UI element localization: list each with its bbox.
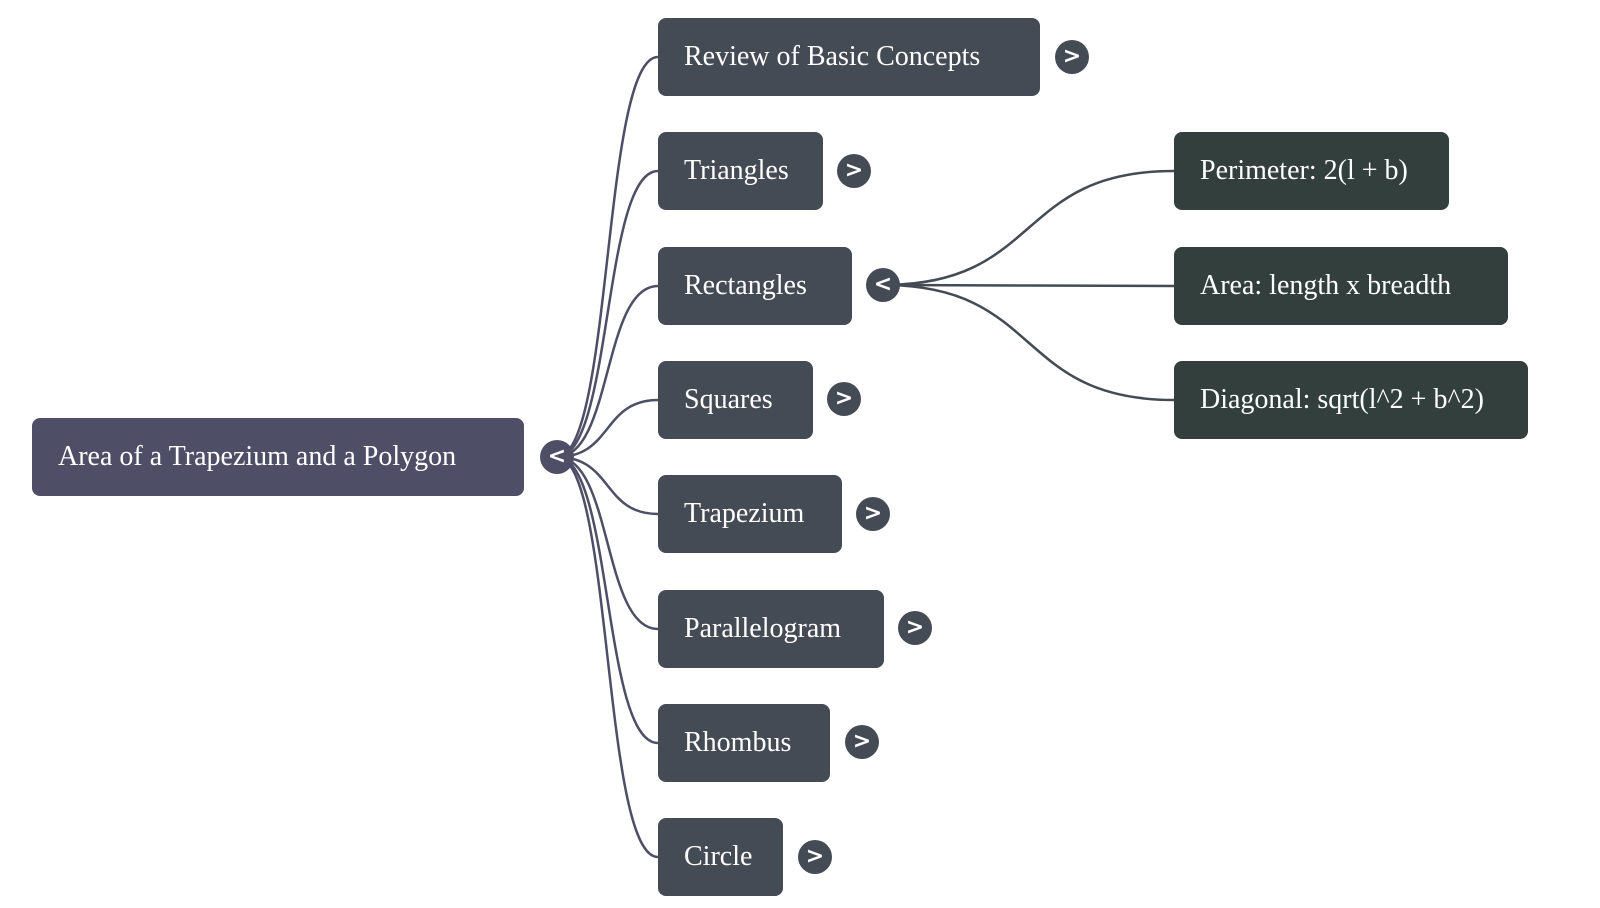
chevron-right-icon: > [863,501,883,526]
edge-root-to-child-5 [556,455,659,631]
node-label: Triangles [684,155,789,186]
node-rhombus[interactable]: Rhombus [658,704,830,782]
expand-toggle-circle[interactable]: > [798,840,832,874]
edge-root-to-child-7 [556,455,659,859]
node-review-of-basic-concepts[interactable]: Review of Basic Concepts [658,18,1040,96]
chevron-right-icon: > [834,386,854,411]
collapse-toggle-root[interactable]: < [540,440,574,474]
root-node[interactable]: Area of a Trapezium and a Polygon [32,418,524,496]
chevron-left-icon: < [873,272,893,297]
edge-root-to-child-0 [556,55,659,459]
root-node-label: Area of a Trapezium and a Polygon [58,441,457,472]
node-label: Trapezium [684,498,805,529]
node-label: Rectangles [684,270,807,301]
expand-toggle-trapezium[interactable]: > [856,497,890,531]
node-trapezium[interactable]: Trapezium [658,475,842,553]
node-label: Review of Basic Concepts [684,41,981,72]
node-squares[interactable]: Squares [658,361,813,439]
leaf-perimeter[interactable]: Perimeter: 2(l + b) [1174,132,1449,210]
expand-toggle-parallelogram[interactable]: > [898,611,932,645]
chevron-right-icon: > [844,158,864,183]
node-rectangles[interactable]: Rectangles [658,247,852,325]
node-circle[interactable]: Circle [658,818,783,896]
edge-root-to-child-1 [556,169,659,459]
edge-rectangles-to-leaf-0 [882,169,1175,287]
leaf-label: Diagonal: sqrt(l^2 + b^2) [1200,384,1484,415]
expand-toggle-review-of-basic-concepts[interactable]: > [1055,40,1089,74]
expand-toggle-rhombus[interactable]: > [845,725,879,759]
node-label: Circle [684,841,753,872]
chevron-left-icon: < [547,444,567,469]
chevron-right-icon: > [805,844,825,869]
node-label: Squares [684,384,773,415]
collapse-toggle-rectangles[interactable]: < [866,268,900,302]
leaf-label: Area: length x breadth [1200,270,1452,301]
leaf-label: Perimeter: 2(l + b) [1200,155,1408,186]
chevron-right-icon: > [1062,44,1082,69]
expand-toggle-triangles[interactable]: > [837,154,871,188]
expand-toggle-squares[interactable]: > [827,382,861,416]
leaf-diagonal[interactable]: Diagonal: sqrt(l^2 + b^2) [1174,361,1528,439]
node-label: Rhombus [684,727,792,758]
edge-rectangles-to-leaf-1 [882,283,1175,288]
chevron-right-icon: > [905,615,925,640]
chevron-right-icon: > [852,729,872,754]
edge-rectangles-to-leaf-2 [882,283,1175,402]
node-parallelogram[interactable]: Parallelogram [658,590,884,668]
node-label: Parallelogram [684,613,842,644]
leaf-area[interactable]: Area: length x breadth [1174,247,1508,325]
node-triangles[interactable]: Triangles [658,132,823,210]
edge-root-to-child-6 [556,455,659,745]
edge-root-to-child-2 [556,284,659,459]
